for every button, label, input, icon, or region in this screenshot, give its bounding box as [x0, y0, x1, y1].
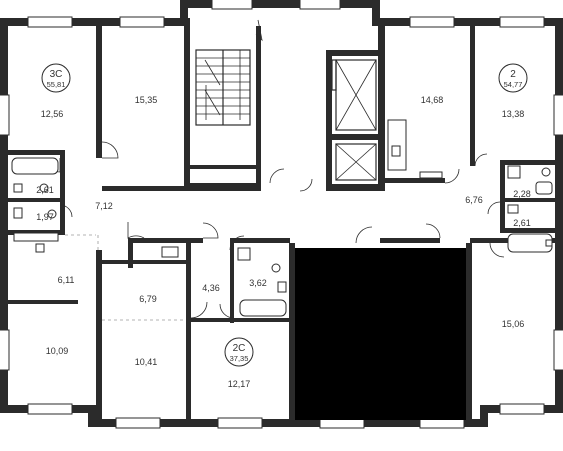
room-area: 4,36	[202, 283, 220, 293]
room-area: 12,17	[228, 379, 251, 389]
room-area: 13,38	[502, 109, 525, 119]
room-area: 12,56	[41, 109, 64, 119]
plumbing-fixtures	[11, 119, 553, 317]
room-area: 2,61	[36, 185, 54, 195]
interior-walls	[8, 26, 555, 423]
stair-steps	[196, 57, 250, 115]
apartment-badge-2: 2 54,77	[498, 63, 528, 93]
apartment-code: 3С	[50, 69, 63, 80]
room-area: 7,12	[95, 201, 113, 211]
apartment-code: 2	[510, 69, 516, 80]
room-area: 3,62	[249, 278, 267, 288]
apartment-area: 55,81	[47, 80, 66, 89]
room-area: 10,41	[135, 357, 158, 367]
staircase	[195, 49, 251, 126]
zone-separators	[65, 234, 186, 321]
room-area: 6,11	[58, 275, 75, 285]
unavailable-area	[295, 248, 466, 420]
apartment-area: 54,77	[504, 80, 523, 89]
room-area: 2,28	[513, 189, 531, 199]
room-area: 6,79	[139, 294, 157, 304]
room-area: 15,06	[502, 319, 525, 329]
room-area: 10,09	[46, 346, 69, 356]
windows	[0, 0, 563, 429]
room-area: 1,97	[36, 212, 54, 222]
room-area: 15,35	[135, 95, 158, 105]
apartment-badge-3c: 3С 55,81	[41, 63, 71, 93]
apartment-code: 2С	[233, 343, 246, 354]
apartment-badge-2c: 2С 37,35	[224, 337, 254, 367]
room-area: 6,76	[465, 195, 483, 205]
elevator-shafts	[331, 59, 377, 181]
room-labels: 12,56 15,35 14,68 13,38 2,61 1,97 7,12 6…	[36, 95, 531, 389]
apartment-area: 37,35	[230, 354, 249, 363]
room-area: 14,68	[421, 95, 444, 105]
exterior-walls	[0, 0, 563, 427]
room-area: 2,61	[513, 218, 531, 228]
